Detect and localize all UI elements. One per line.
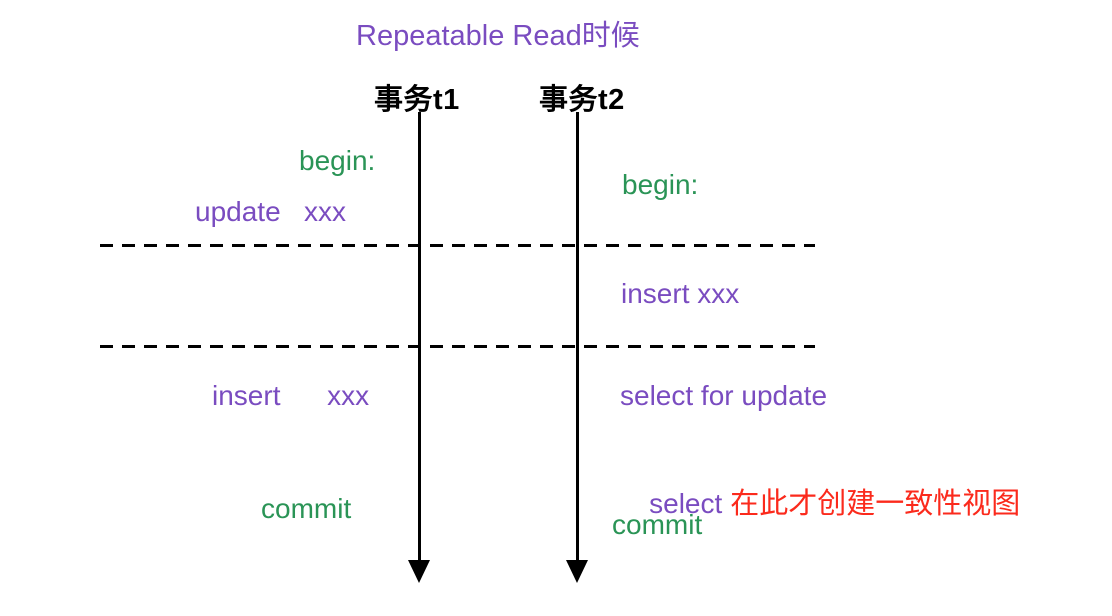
timeline-t1-line <box>418 112 421 562</box>
t2-select-note: 在此才创建一致性视图 <box>730 488 1021 520</box>
column-header-t2: 事务t2 <box>539 84 625 116</box>
t1-begin-label: begin: <box>299 145 376 176</box>
dashed-divider-2 <box>100 345 815 348</box>
arrow-down-icon-t1 <box>408 560 430 583</box>
t2-insert-label: insert xxx <box>621 278 740 309</box>
diagram-title: Repeatable Read时候 <box>356 20 640 52</box>
t1-update-label: update xxx <box>195 196 346 227</box>
t2-commit-label: commit <box>612 509 703 540</box>
dashed-divider-1 <box>100 244 815 247</box>
t2-begin-label: begin: <box>622 169 699 200</box>
t2-select-for-update-label: select for update <box>620 380 828 411</box>
timeline-t2-line <box>576 112 579 562</box>
t1-insert-label: insert xxx <box>212 380 370 411</box>
t1-commit-label: commit <box>261 493 352 524</box>
t2-select-label: select <box>649 488 723 519</box>
arrow-down-icon-t2 <box>566 560 588 583</box>
column-header-t1: 事务t1 <box>374 84 460 116</box>
